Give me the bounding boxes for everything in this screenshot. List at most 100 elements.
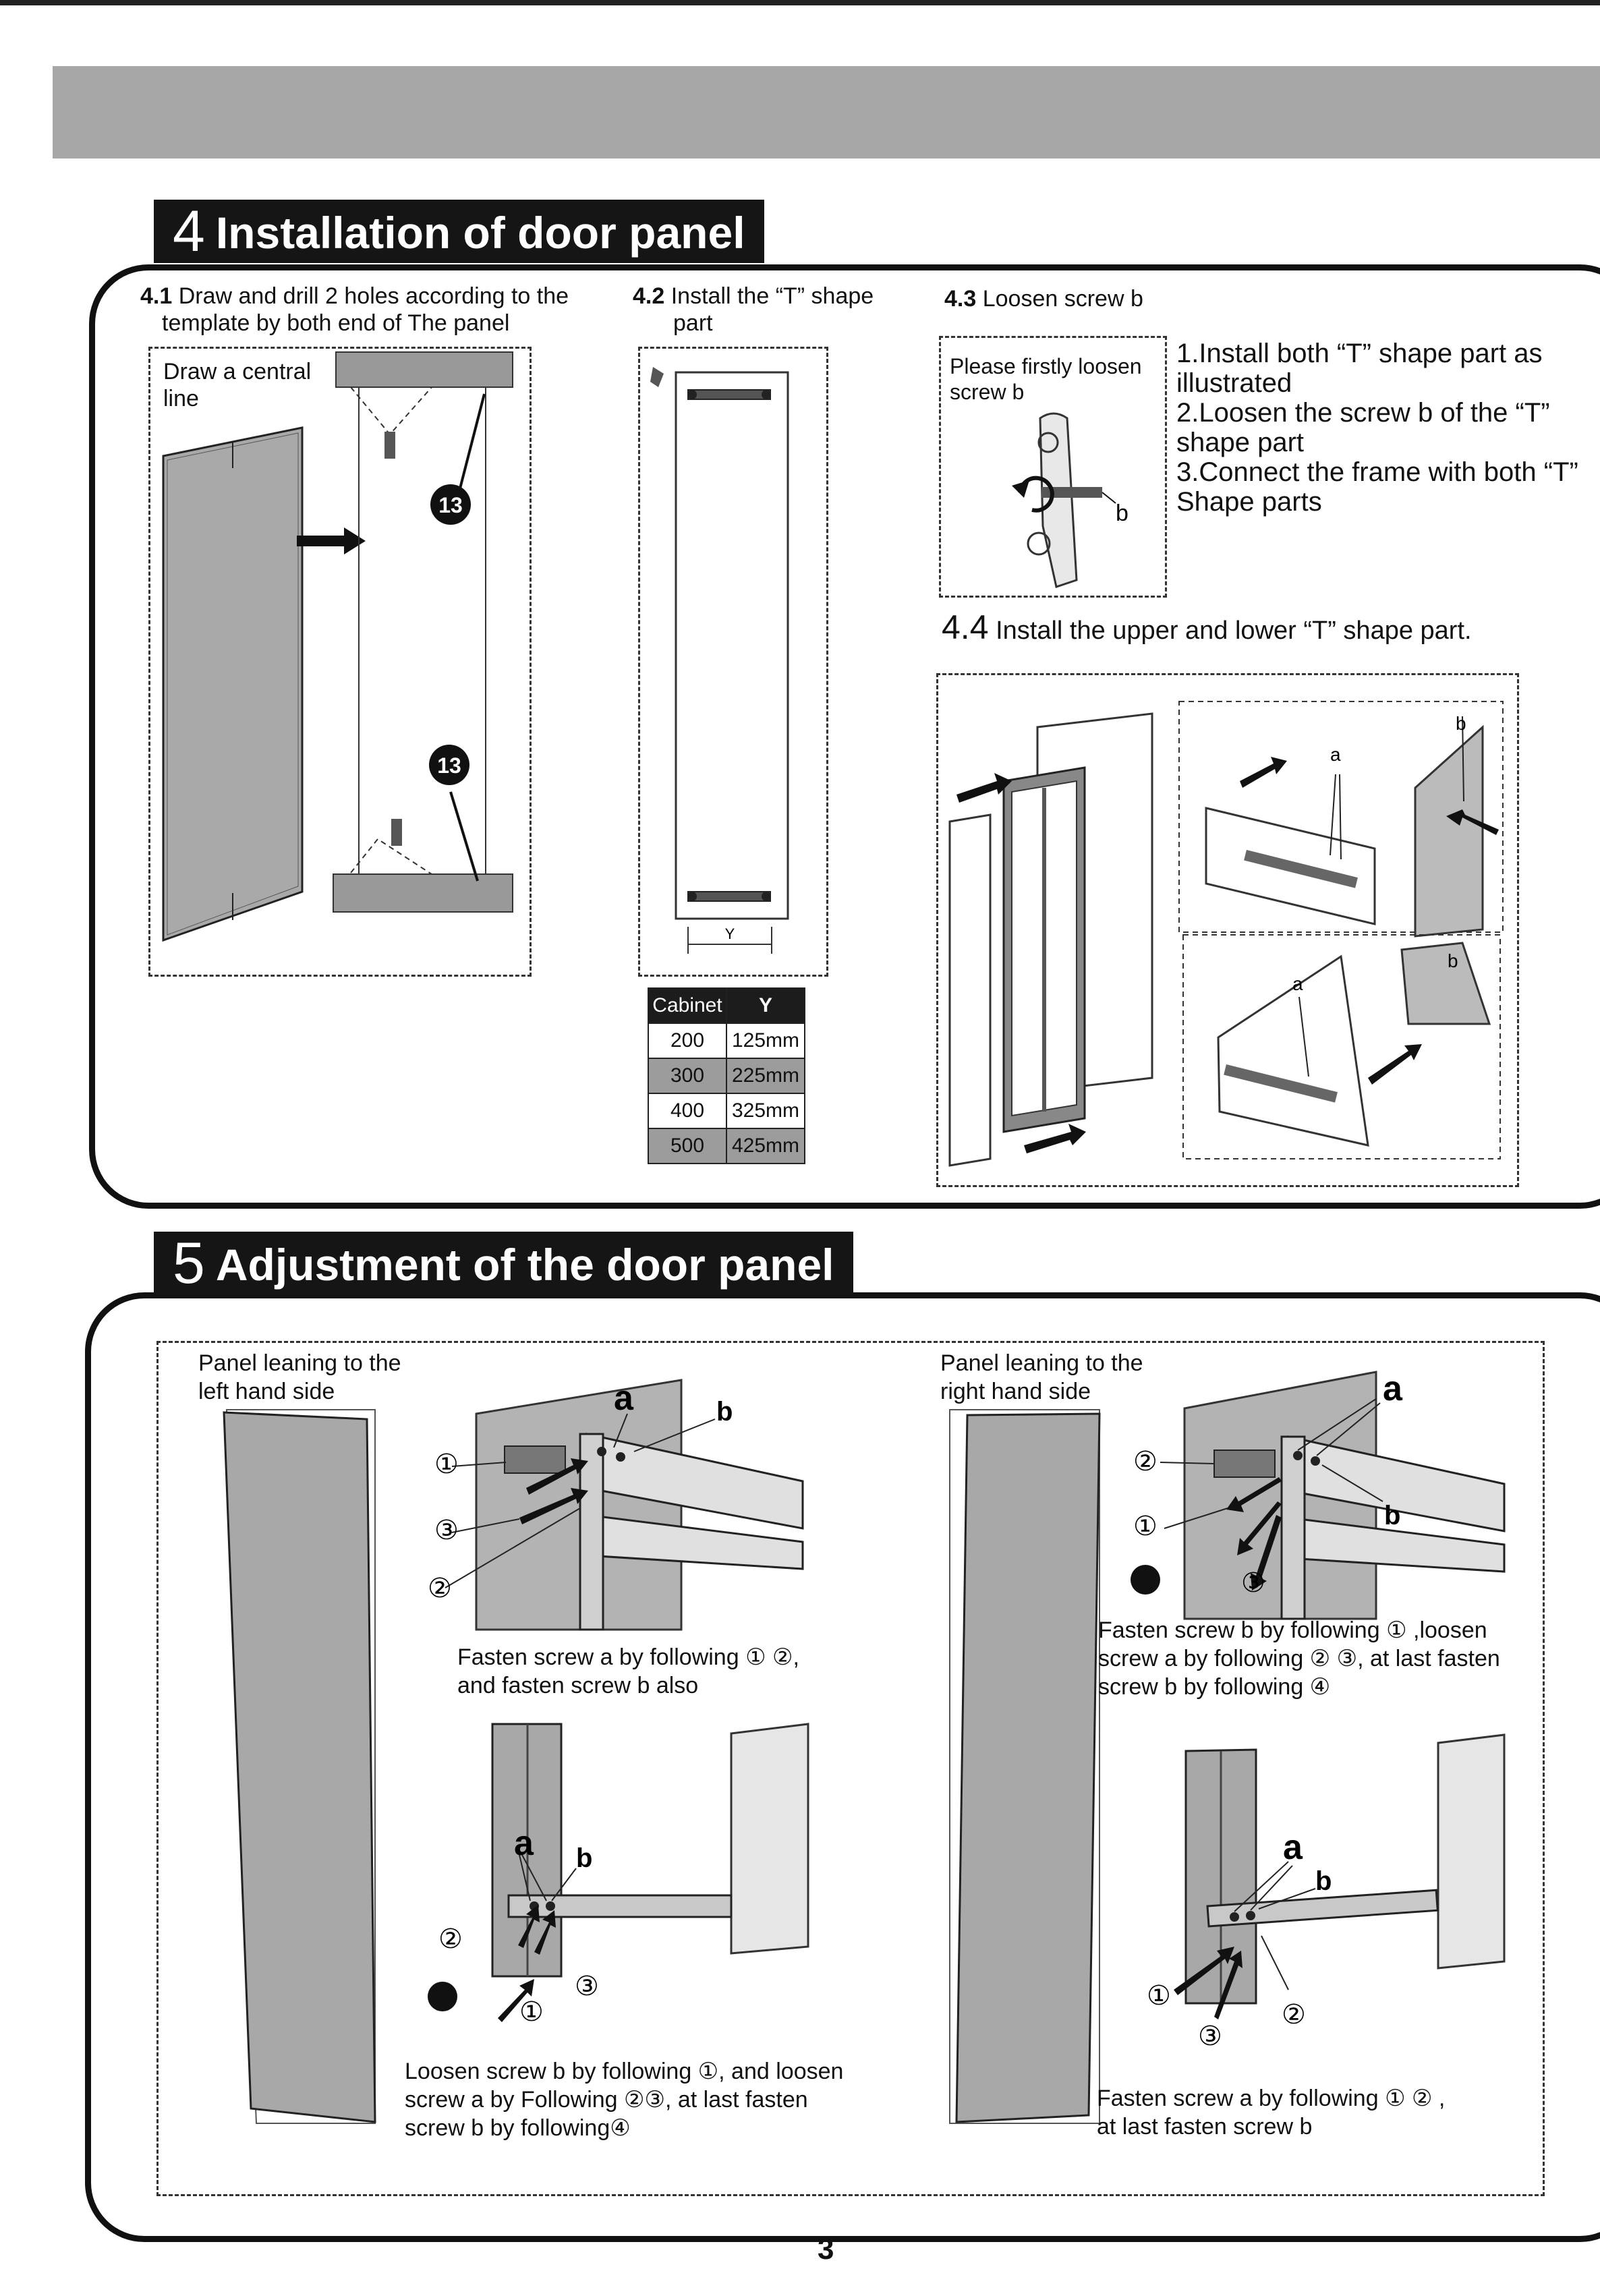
table-cell: 300 xyxy=(648,1058,727,1094)
cabinet-y-table: Cabinet Y 200 125mm 300 225mm 400 325mm … xyxy=(648,987,805,1164)
right-bottom-caption: Fasten screw a by following ① ② , at las… xyxy=(1097,2084,1445,2141)
label-b: b xyxy=(716,1397,733,1427)
table-cell: 200 xyxy=(648,1023,727,1059)
part-badge-bottom: 13 xyxy=(437,753,461,778)
instruction-line: illustrated xyxy=(1176,368,1292,398)
part-badge-top: 13 xyxy=(438,493,463,517)
drill-template-illustration: 13 13 xyxy=(162,351,513,942)
step-number: 4.2 xyxy=(633,283,665,309)
label-b: b xyxy=(576,1843,592,1873)
label-b-lower: b xyxy=(1448,950,1458,971)
step-4-2-heading-cont: part xyxy=(673,310,713,336)
step-number: 4.4 xyxy=(942,608,989,646)
heading-line: right hand side xyxy=(940,1379,1091,1404)
step-4-3-box xyxy=(939,336,1167,598)
instruction-line: shape part xyxy=(1176,428,1305,457)
leaning-left-panel xyxy=(223,1409,376,2124)
section-number: 4 xyxy=(173,199,205,264)
caption-line: and fasten screw b also xyxy=(457,1673,699,1698)
label-a-lower: a xyxy=(1292,973,1303,994)
instruction-line: Shape parts xyxy=(1176,487,1322,517)
circled-1: ① xyxy=(434,1449,459,1480)
circled-2: ② xyxy=(438,1924,463,1955)
header-band xyxy=(53,66,1600,159)
left-top-detail: a b ① ③ ② xyxy=(428,1379,804,1631)
instruction-line: 3.Connect the frame with both “T” xyxy=(1176,457,1578,487)
circled-1: ① xyxy=(1133,1511,1158,1542)
top-rule xyxy=(0,0,1600,5)
caption-line: screw b by following④ xyxy=(405,2115,631,2141)
caption-line: at last fasten screw b xyxy=(1097,2114,1313,2140)
t-shape-panel-illustration: Y xyxy=(650,367,789,954)
step-text: Draw and drill 2 holes according to the xyxy=(178,283,569,309)
step-4-1-box xyxy=(148,347,532,977)
step-text: Install the upper and lower “T” shape pa… xyxy=(996,616,1472,645)
right-top-detail: a b ② ① ③ xyxy=(1131,1369,1506,1620)
caption-line: screw a by following ② ③, at last fasten xyxy=(1098,1646,1500,1671)
label-b: b xyxy=(1315,1866,1332,1896)
table-header-cabinet: Cabinet xyxy=(648,987,727,1024)
section-title-text: Installation of door panel xyxy=(215,208,745,258)
heading-line: Panel leaning to the xyxy=(198,1350,401,1376)
step-number: 4.1 xyxy=(140,283,173,309)
step-4-3-heading: 4.3 Loosen screw b xyxy=(944,285,1143,313)
heading-line: left hand side xyxy=(198,1379,335,1404)
label-a: a xyxy=(1330,744,1341,765)
circled-2: ② xyxy=(1133,1446,1158,1477)
left-heading: Panel leaning to the left hand side xyxy=(198,1349,401,1406)
section-title-text: Adjustment of the door panel xyxy=(215,1240,834,1290)
caption-line: Fasten screw b by following ① ,loosen xyxy=(1098,1617,1487,1643)
loosen-note: Please firstly loosen screw b xyxy=(950,353,1142,405)
step-4-2-box xyxy=(638,347,828,977)
heading-line: Panel leaning to the xyxy=(940,1350,1143,1376)
step-4-4-heading: 4.4 Install the upper and lower “T” shap… xyxy=(942,608,1472,647)
circled-1: ① xyxy=(1147,1980,1171,2011)
caption-line: screw a by Following ②③, at last fasten xyxy=(405,2087,808,2113)
table-cell: 400 xyxy=(648,1093,727,1129)
instruction-line: 2.Loosen the screw b of the “T” xyxy=(1176,398,1550,428)
leaning-right-panel xyxy=(949,1409,1101,2124)
circled-2: ② xyxy=(1282,1999,1306,2030)
label-a: a xyxy=(1283,1828,1303,1867)
table-cell: 425mm xyxy=(726,1128,805,1164)
loosen-note-line: Please firstly loosen xyxy=(950,354,1142,378)
table-cell: 125mm xyxy=(726,1023,805,1059)
label-a: a xyxy=(514,1824,534,1863)
right-top-caption: Fasten screw b by following ① ,loosen sc… xyxy=(1098,1616,1500,1701)
step-4-1-heading: 4.1 Draw and drill 2 holes according to … xyxy=(140,282,569,310)
step-text: Loosen screw b xyxy=(982,286,1143,312)
label-a: a xyxy=(614,1379,634,1418)
screw-b-illustration: b xyxy=(1012,412,1128,588)
step-4-1-heading-cont: template by both end of The panel xyxy=(162,310,510,336)
circled-3: ③ xyxy=(575,1971,599,2002)
right-heading: Panel leaning to the right hand side xyxy=(940,1349,1143,1406)
circled-3: ③ xyxy=(1198,2021,1222,2052)
draw-label: Draw a central xyxy=(163,359,312,384)
caption-line: Loosen screw b by following ①, and loose… xyxy=(405,2059,844,2084)
section-5-frame xyxy=(85,1292,1600,2242)
install-instructions: 1.Install both “T” shape part as illustr… xyxy=(1176,339,1578,517)
label-a: a xyxy=(1383,1369,1403,1408)
circled-1: ① xyxy=(519,1997,544,2028)
frame-connection-illustration: a b a b xyxy=(948,701,1504,1167)
section-4-frame xyxy=(89,264,1600,1209)
screw-b-label: b xyxy=(1116,500,1128,526)
y-dimension-label: Y xyxy=(725,925,735,942)
page-number: 3 xyxy=(818,2233,834,2266)
section-5-box xyxy=(156,1341,1545,2196)
label-b: b xyxy=(1384,1501,1400,1530)
caption-line: Fasten screw a by following ① ②, xyxy=(457,1644,799,1670)
section-number: 5 xyxy=(173,1231,205,1296)
step-4-2-heading: 4.2 Install the “T” shape xyxy=(633,282,874,310)
step-4-4-box xyxy=(936,673,1519,1187)
loosen-note-line: screw b xyxy=(950,380,1025,404)
step-number: 4.3 xyxy=(944,286,977,312)
caption-line: Fasten screw a by following ① ② , xyxy=(1097,2086,1446,2111)
left-bottom-detail: a b ② ③ ① xyxy=(428,1723,809,2028)
right-bottom-detail: a b ① ③ ② xyxy=(1147,1733,1506,2052)
table-cell: 225mm xyxy=(726,1058,805,1094)
label-b: b xyxy=(1456,713,1466,734)
draw-label-cont: line xyxy=(163,386,199,411)
